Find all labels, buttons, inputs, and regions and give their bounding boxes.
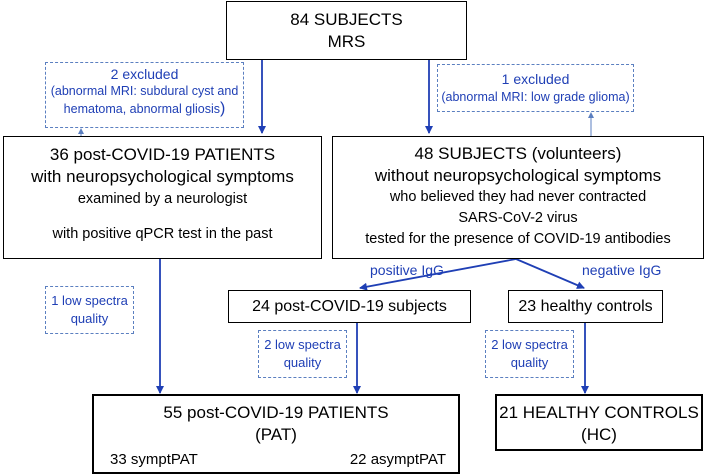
pat-abbrev: (PAT) (255, 425, 297, 444)
low-quality-1-line-2: quality (70, 311, 109, 326)
pat-box: 55 post-COVID-19 PATIENTS (PAT) 33 sympt… (92, 394, 460, 474)
post-covid-subjects-box: 24 post-COVID-19 subjects (228, 290, 471, 323)
healthy-controls-box: 23 healthy controls (508, 290, 663, 323)
volunteers-virus: SARS-CoV-2 virus (458, 210, 578, 226)
pat-asympt: 22 asymptPAT (349, 451, 446, 468)
total-subjects-method: MRS (327, 32, 366, 51)
excluded-left-reason-3: ) (220, 100, 226, 117)
total-subjects-box: 84 SUBJECTS MRS (226, 1, 467, 60)
low-quality-2-line-1: 2 low spectra (264, 337, 341, 352)
low-quality-1-line-1: 1 low spectra (51, 293, 128, 308)
excluded-left-reason-2: hematoma, abnormal gliosis (63, 102, 220, 116)
healthy-controls-text: 23 healthy controls (518, 298, 653, 315)
hc-box: 21 HEALTHY CONTROLS (HC) (495, 394, 703, 451)
negative-igg-label: negative IgG (582, 262, 662, 278)
hc-abbrev: (HC) (581, 425, 617, 444)
excluded-left-note: 2 excluded (abnormal MRI: subdural cyst … (45, 62, 244, 128)
excluded-right-note: 1 excluded (abnormal MRI: low grade glio… (437, 64, 634, 112)
patients-neurologist: examined by a neurologist (77, 191, 248, 207)
excluded-right-reason: (abnormal MRI: low grade glioma) (441, 90, 630, 104)
arrow-volunteers-to-healthy (515, 258, 585, 289)
low-quality-3-line-1: 2 low spectra (491, 337, 568, 352)
positive-igg-label: positive IgG (370, 262, 444, 278)
low-quality-2-line-2: quality (283, 355, 322, 370)
post-covid-subjects-text: 24 post-COVID-19 subjects (252, 298, 447, 315)
pat-count: 55 post-COVID-19 PATIENTS (163, 403, 389, 422)
total-subjects-count: 84 SUBJECTS (290, 10, 403, 29)
patients-qpcr: with positive qPCR test in the past (52, 226, 273, 242)
patients-count: 36 post-COVID-19 PATIENTS (49, 145, 276, 164)
patients-symptoms: with neuropsychological symptoms (31, 167, 294, 186)
volunteers-symptoms: without neuropsychological symptoms (374, 166, 662, 185)
low-quality-note-3: 2 low spectra quality (485, 330, 574, 378)
pat-sympt: 33 symptPAT (110, 451, 198, 468)
low-quality-note-1: 1 low spectra quality (45, 286, 134, 334)
low-quality-3-line-2: quality (510, 355, 549, 370)
hc-count: 21 HEALTHY CONTROLS (499, 403, 699, 422)
excluded-right-count: 1 excluded (501, 71, 570, 87)
excluded-left-reason-1: (abnormal MRI: subdural cyst and (50, 84, 239, 98)
volunteers-belief: who believed they had never contracted (389, 189, 647, 205)
volunteers-count: 48 SUBJECTS (volunteers) (414, 144, 622, 163)
excluded-left-count: 2 excluded (110, 66, 179, 82)
volunteers-antibodies: tested for the presence of COVID-19 anti… (365, 231, 671, 247)
patients-box: 36 post-COVID-19 PATIENTS with neuropsyc… (3, 136, 322, 259)
volunteers-box: 48 SUBJECTS (volunteers) without neurops… (332, 136, 704, 259)
low-quality-note-2: 2 low spectra quality (258, 330, 347, 378)
